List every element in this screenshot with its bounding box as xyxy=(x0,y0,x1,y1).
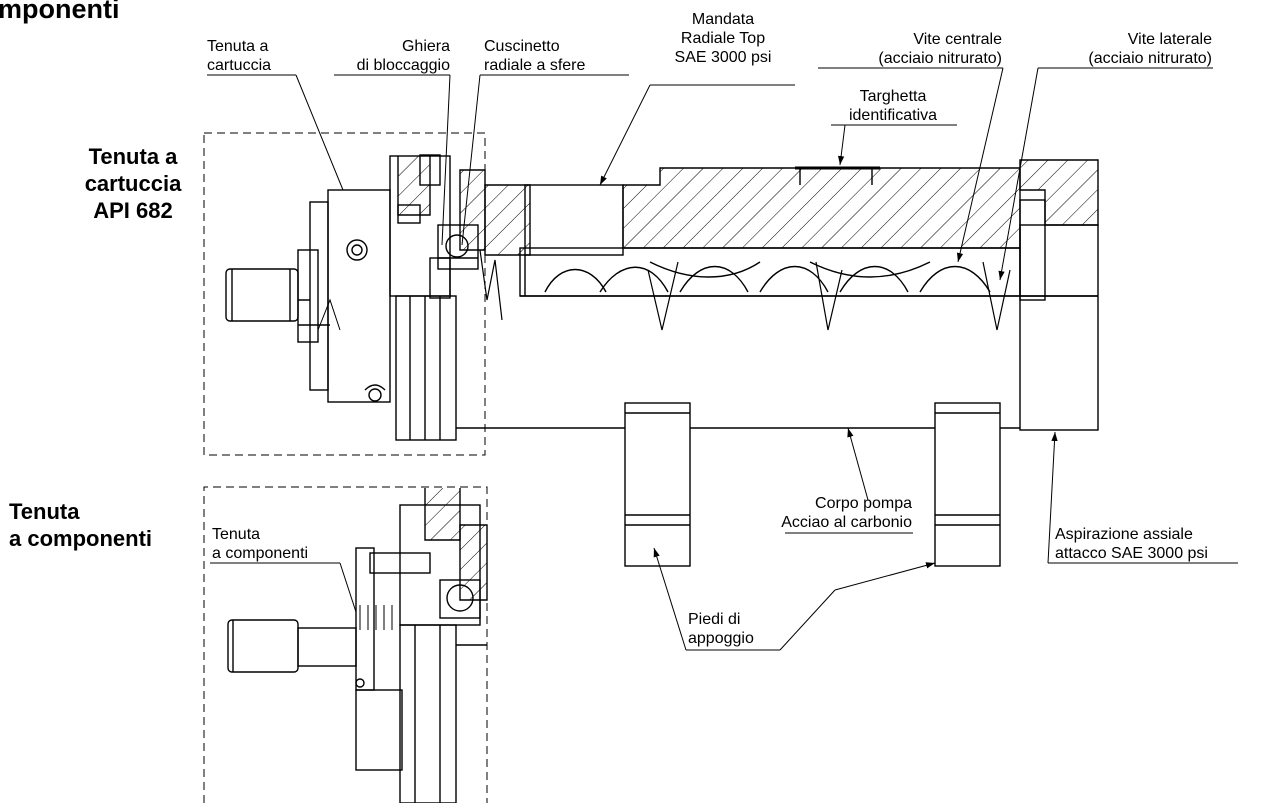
callout-line: Mandata xyxy=(691,11,755,28)
callout-line: identificativa xyxy=(848,107,938,124)
callout-component-seal: Tenuta a componenti xyxy=(212,525,308,563)
locking-ring xyxy=(389,154,457,441)
callout-line: Corpo pompa xyxy=(815,495,912,512)
callout-line: cartuccia xyxy=(207,57,272,74)
callout-line: Tenuta xyxy=(212,526,261,543)
component-seal-assembly xyxy=(227,488,488,803)
callout-line: SAE 3000 psi xyxy=(674,49,772,66)
foot-right xyxy=(934,402,1001,567)
pump-casing-upper xyxy=(622,167,1021,249)
callout-line: a componenti xyxy=(212,545,309,562)
callout-locking-ring: Ghiera di bloccaggio xyxy=(334,37,450,75)
callout-discharge-port: Mandata Radiale Top SAE 3000 psi xyxy=(650,10,796,67)
callout-pump-body: Corpo pompa Acciao al carbonio xyxy=(760,494,912,532)
callout-line: Vite laterale xyxy=(1127,31,1212,48)
section-label-cartridge-seal: Tenuta a cartuccia API 682 xyxy=(68,143,198,224)
callout-nameplate: Targhetta identificativa xyxy=(826,87,960,125)
section-label-line: a componenti xyxy=(9,526,153,551)
callout-ball-bearing: Cuscinetto radiale a sfere xyxy=(484,37,585,75)
callout-line: Aspirazione assiale xyxy=(1055,526,1193,543)
section-label-line: Tenuta a xyxy=(88,144,178,169)
suction-cover xyxy=(1019,224,1099,431)
callout-line: Radiale Top xyxy=(680,30,766,47)
callout-central-screw: Vite centrale (acciaio nitrurato) xyxy=(810,30,1002,68)
suction-cover-upper xyxy=(1019,159,1099,226)
callout-line: Vite centrale xyxy=(913,31,1002,48)
callout-line: (acciaio nitrurato) xyxy=(878,50,1002,67)
callout-line: Tenuta a xyxy=(207,38,269,55)
section-label-line: API 682 xyxy=(93,198,173,223)
foot-left xyxy=(624,402,691,567)
callout-line: attacco SAE 3000 psi xyxy=(1055,545,1208,562)
callout-line: di bloccaggio xyxy=(356,57,450,74)
callout-axial-suction: Aspirazione assiale attacco SAE 3000 psi xyxy=(1055,525,1208,563)
callout-line: radiale a sfere xyxy=(484,57,586,74)
leader-lines xyxy=(207,67,1238,651)
section-label-line: cartuccia xyxy=(84,171,182,196)
callout-line: Ghiera xyxy=(401,38,450,55)
callout-line: Targhetta xyxy=(859,88,927,105)
section-label-component-seal: Tenuta a componenti xyxy=(9,498,152,552)
cartridge-seal-detail-frame xyxy=(203,132,486,456)
central-screw xyxy=(544,261,991,293)
cartridge-seal-assembly xyxy=(225,189,391,403)
callout-side-screw: Vite laterale (acciaio nitrurato) xyxy=(1030,30,1212,68)
section-label-line: Tenuta xyxy=(9,499,80,524)
discharge-port xyxy=(459,169,624,296)
page-title: mponenti xyxy=(0,0,120,24)
callout-line: appoggio xyxy=(688,630,754,647)
callout-cartridge-seal: Tenuta a cartuccia xyxy=(207,37,271,75)
callout-support-feet: Piedi di appoggio xyxy=(688,610,754,648)
callout-line: Acciao al carbonio xyxy=(781,514,912,531)
callout-line: (acciaio nitrurato) xyxy=(1088,50,1212,67)
callout-line: Cuscinetto xyxy=(484,38,560,55)
callout-line: Piedi di xyxy=(688,611,741,628)
